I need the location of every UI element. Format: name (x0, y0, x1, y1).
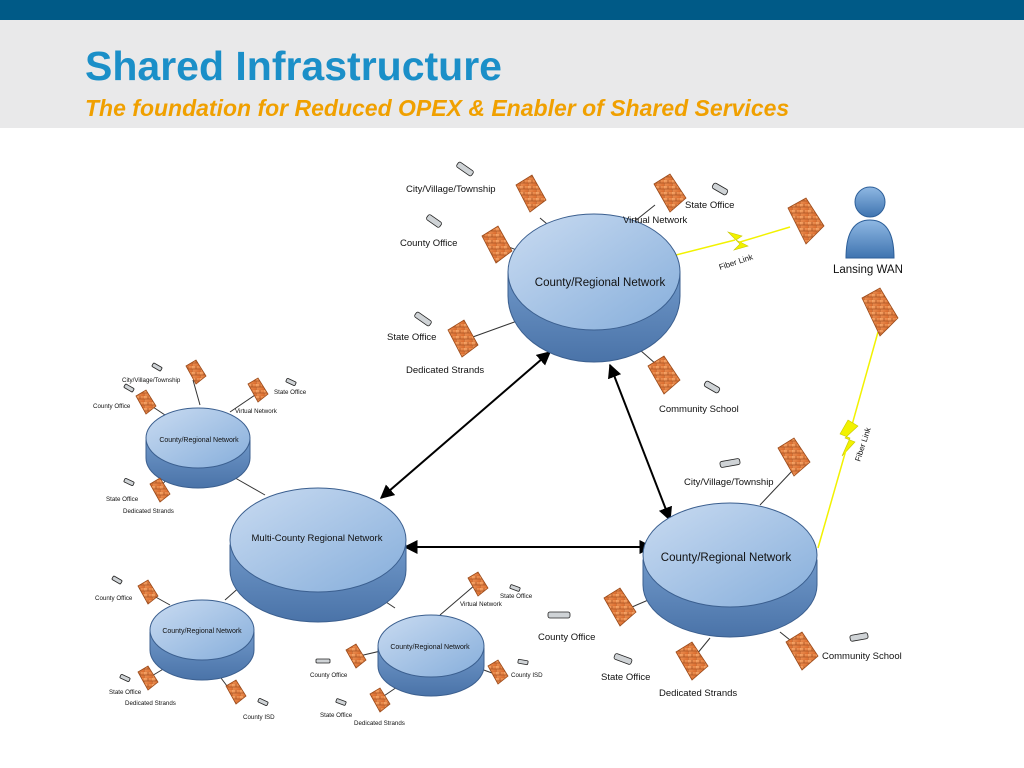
right-network-label: County/Regional Network (661, 552, 792, 564)
su-state-office-top-label: State Office (274, 389, 307, 396)
slm-county-isd-label: County ISD (511, 672, 543, 679)
right-county-office-label: County Office (538, 632, 595, 643)
switch-icon (123, 478, 135, 486)
switch-icon (711, 182, 729, 196)
switch-icon (414, 311, 432, 327)
slm-state-office-bottom-label: State Office (320, 712, 353, 719)
firewall-icon (481, 225, 513, 264)
switch-icon (517, 658, 529, 666)
switch-icon (703, 380, 721, 394)
top-dedicated-label: Dedicated Strands (406, 365, 484, 376)
network-diagram: Fiber Link Fiber Link County/Regional Ne… (93, 161, 903, 727)
firewall-icon (653, 173, 687, 213)
firewall-icon (137, 665, 159, 691)
switch-icon (509, 584, 521, 592)
right-community-school-label: Community School (822, 651, 902, 662)
firewall-icon (675, 641, 709, 681)
header-band (0, 20, 1024, 128)
small-lower-mid-label: County/Regional Network (390, 644, 470, 651)
small-upper-label: County/Regional Network (159, 437, 239, 444)
switch-icon (613, 653, 633, 665)
firewall-icon (225, 679, 247, 705)
slide-subtitle: The foundation for Reduced OPEX & Enable… (85, 95, 790, 121)
su-virtual-label: Virtual Network (235, 408, 278, 415)
small-lower-left-label: County/Regional Network (162, 628, 242, 635)
firewall-icon (369, 687, 391, 713)
firewall-icon (149, 477, 171, 503)
firewall-icon (247, 377, 269, 403)
sll-county-isd-label: County ISD (243, 714, 275, 721)
switch-icon (119, 674, 131, 682)
switch-icon (123, 383, 135, 393)
right-city-label: City/Village/Township (684, 477, 774, 488)
top-virtual-label: Virtual Network (623, 215, 687, 226)
sll-dedicated-label: Dedicated Strands (125, 700, 176, 707)
top-network-label: County/Regional Network (535, 277, 666, 289)
right-county-network: County/Regional Network (642, 502, 818, 638)
switch-icon (547, 611, 571, 619)
right-state-office-label: State Office (601, 672, 650, 683)
fiber-link-top: Fiber Link (671, 226, 791, 272)
firewall-icon (137, 579, 159, 605)
firewall-icon (185, 359, 207, 385)
switch-icon (111, 575, 123, 585)
firewall-icon (487, 659, 509, 685)
firewall-icon (777, 437, 811, 477)
lansing-wan-label: Lansing WAN (833, 264, 903, 276)
firewall-icon (515, 174, 547, 213)
slm-state-office-top-label: State Office (500, 593, 533, 600)
top-county-network: County/Regional Network (507, 213, 681, 363)
multi-county-label: Multi-County Regional Network (252, 533, 383, 544)
small-lower-left-network: County/Regional Network (149, 599, 255, 681)
su-state-office-bottom-label: State Office (106, 496, 139, 503)
top-city-label: City/Village/Township (406, 184, 496, 195)
switch-icon (151, 362, 163, 372)
slm-virtual-label: Virtual Network (460, 601, 503, 608)
switch-icon (285, 378, 297, 386)
slm-county-office-label: County Office (310, 672, 348, 679)
fiber-link-right-label: Fiber Link (853, 425, 873, 462)
device-icons (111, 161, 869, 706)
switch-icon (426, 214, 442, 228)
switch-icon (719, 458, 741, 468)
fiber-link-right: Fiber Link (817, 331, 879, 549)
right-dedicated-label: Dedicated Strands (659, 688, 737, 699)
su-county-office-label: County Office (93, 403, 131, 410)
slm-dedicated-label: Dedicated Strands (354, 720, 405, 727)
firewall-icon (467, 571, 489, 597)
slide-title: Shared Infrastructure (85, 43, 502, 89)
top-state-office-left-label: State Office (387, 332, 436, 343)
top-accent-bar (0, 0, 1024, 20)
switch-icon (456, 161, 474, 177)
firewall-icon (785, 631, 819, 671)
firewall-icon (447, 319, 479, 358)
firewall-icon (603, 587, 637, 627)
small-upper-network: County/Regional Network (145, 407, 251, 489)
switch-icon (335, 698, 347, 706)
top-county-office-label: County Office (400, 238, 457, 249)
multi-county-network: Multi-County Regional Network (229, 487, 407, 623)
firewall-icon (345, 643, 367, 669)
firewall-icon (787, 197, 825, 245)
firewall-icons (135, 173, 899, 713)
small-lower-mid-network: County/Regional Network (377, 614, 485, 697)
firewall-icon (861, 287, 899, 337)
su-city-label: City/Village/Township (122, 377, 181, 384)
user-icon (845, 186, 895, 259)
sll-state-office-label: State Office (109, 689, 142, 696)
sll-county-office-label: County Office (95, 595, 133, 602)
fiber-link-top-label: Fiber Link (718, 252, 755, 272)
switch-icon (849, 632, 869, 642)
switch-icon (257, 698, 269, 706)
firewall-icon (647, 355, 681, 395)
su-dedicated-label: Dedicated Strands (123, 508, 174, 515)
top-community-school-label: Community School (659, 404, 739, 415)
switch-icon (315, 658, 331, 664)
top-state-office-right-label: State Office (685, 200, 734, 211)
firewall-icon (135, 389, 157, 415)
